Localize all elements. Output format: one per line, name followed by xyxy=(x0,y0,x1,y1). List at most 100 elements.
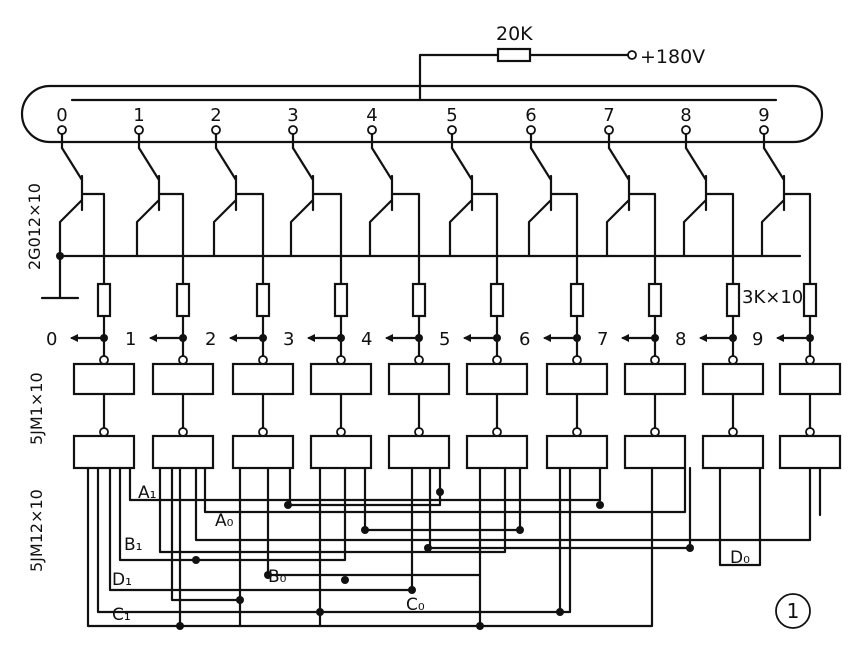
gate2-input-4 xyxy=(414,427,424,437)
output-digit-1: 1 xyxy=(125,329,136,350)
gate2-8 xyxy=(701,434,765,470)
output-arrow-2 xyxy=(229,334,237,342)
tube-digit-2: 2 xyxy=(210,105,221,126)
bus-label-c1: C₁ xyxy=(112,605,131,625)
figure-number-badge: 1 xyxy=(775,593,811,629)
matrix-junction-11 xyxy=(316,608,324,616)
output-digit-4: 4 xyxy=(361,329,372,350)
gate-row2-label: 5JM12×10 xyxy=(27,489,46,572)
gate1-9 xyxy=(778,362,842,396)
tube-digit-7: 7 xyxy=(603,105,614,126)
gate1-input-7 xyxy=(650,355,660,365)
gate2-input-0 xyxy=(99,427,109,437)
transistor-7 xyxy=(605,146,657,286)
output-digit-6: 6 xyxy=(519,329,530,350)
gate1-3 xyxy=(309,362,373,396)
gate1-7 xyxy=(623,362,687,396)
tube-digit-6: 6 xyxy=(525,105,536,126)
tube-pin-6 xyxy=(526,125,536,135)
matrix-junction-13 xyxy=(556,608,564,616)
logic-gates xyxy=(72,355,842,470)
matrix-wire-13 xyxy=(718,466,762,567)
resistor-20k-label: 20K xyxy=(496,23,533,45)
tube-digit-4: 4 xyxy=(366,105,377,126)
output-arrow-4 xyxy=(385,334,393,342)
resistor-20k xyxy=(496,47,532,63)
matrix-wire-5 xyxy=(158,466,507,554)
output-digit-7: 7 xyxy=(597,329,608,350)
gate2-6 xyxy=(545,434,609,470)
gate1-4 xyxy=(387,362,451,396)
bus-label-d1: D₁ xyxy=(112,570,132,590)
matrix-junction-0 xyxy=(284,501,292,509)
tube-pin-2 xyxy=(211,125,221,135)
matrix-junction-12 xyxy=(476,622,484,630)
gate-row1-label: 5JM1×10 xyxy=(27,372,46,445)
gate1-6 xyxy=(545,362,609,396)
matrix-junction-15 xyxy=(686,544,694,552)
output-arrow-9 xyxy=(776,334,784,342)
resistor-2 xyxy=(255,282,271,318)
transistor-1 xyxy=(135,146,185,286)
gate2-input-5 xyxy=(492,427,502,437)
resistor-3 xyxy=(333,282,349,318)
resistor-4 xyxy=(411,282,427,318)
output-digit-8: 8 xyxy=(675,329,686,350)
transistor-9 xyxy=(760,146,812,286)
gate1-input-9 xyxy=(805,355,815,365)
decoder-matrix xyxy=(86,466,822,630)
bus-label-a1: A₁ xyxy=(138,483,156,503)
transistor-5 xyxy=(448,146,499,286)
resistor-7 xyxy=(647,282,663,318)
matrix-wire-8 xyxy=(203,466,687,514)
gate1-input-3 xyxy=(336,355,346,365)
gate1-input-5 xyxy=(492,355,502,365)
matrix-junction-7 xyxy=(341,576,349,584)
gate2-input-1 xyxy=(178,427,188,437)
tube-digit-8: 8 xyxy=(680,105,691,126)
matrix-wire-7 xyxy=(194,466,812,542)
gate2-5 xyxy=(465,434,529,470)
gate2-1 xyxy=(151,434,215,470)
display-tube xyxy=(20,84,824,144)
transistor-6 xyxy=(527,146,579,286)
gate1-input-2 xyxy=(258,355,268,365)
output-arrow-0 xyxy=(70,334,78,342)
gate2-input-6 xyxy=(572,427,582,437)
resistor-0 xyxy=(96,282,112,318)
gate1-5 xyxy=(465,362,529,396)
resistor-9 xyxy=(802,282,818,318)
gate1-input-1 xyxy=(178,355,188,365)
tube-pin-9 xyxy=(759,125,769,135)
tube-digit-0: 0 xyxy=(56,105,67,126)
matrix-junction-2 xyxy=(596,501,604,509)
bus-label-a0: A₀ xyxy=(215,511,234,531)
matrix-junction-5 xyxy=(192,556,200,564)
gate2-4 xyxy=(387,434,451,470)
gate2-9 xyxy=(778,434,842,470)
supply-terminal xyxy=(627,50,637,60)
matrix-wire-11 xyxy=(363,466,522,532)
matrix-junction-4 xyxy=(516,526,524,534)
tube-digit-3: 3 xyxy=(287,105,298,126)
tube-digit-5: 5 xyxy=(446,105,457,126)
output-arrow-8 xyxy=(699,334,707,342)
gate1-input-4 xyxy=(414,355,424,365)
gate1-2 xyxy=(231,362,295,396)
output-digit-9: 9 xyxy=(752,329,763,350)
output-arrow-1 xyxy=(149,334,157,342)
matrix-junction-14 xyxy=(408,586,416,594)
gate1-8 xyxy=(701,362,765,396)
bus-label-b1: B₁ xyxy=(124,535,142,555)
output-digit-5: 5 xyxy=(439,329,450,350)
matrix-junction-8 xyxy=(264,571,272,579)
output-digit-0: 0 xyxy=(46,329,57,350)
gate2-7 xyxy=(623,434,687,470)
matrix-junction-10 xyxy=(236,596,244,604)
gate2-input-8 xyxy=(728,427,738,437)
resistor-bank-label: 3K×10 xyxy=(742,287,803,308)
figure-number: 1 xyxy=(787,599,800,623)
gate2-2 xyxy=(231,434,295,470)
